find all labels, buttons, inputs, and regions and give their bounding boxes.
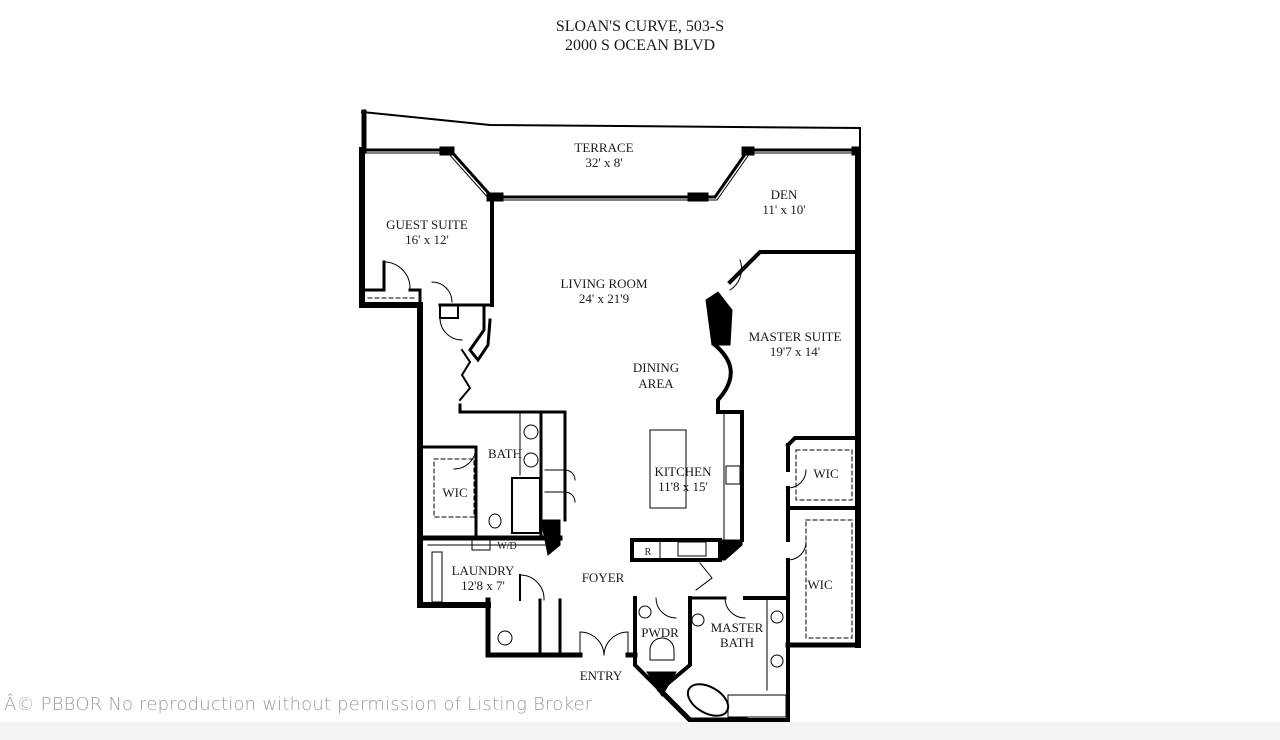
wic-master-lower-label: WIC	[807, 577, 832, 592]
washer-dryer-label: W/D	[497, 541, 516, 552]
bath-label: BATH	[488, 446, 522, 461]
laundry-dims: 12'8 x 7'	[461, 578, 505, 593]
terrace-label: TERRACE	[574, 140, 633, 155]
den-dims: 11' x 10'	[762, 202, 805, 217]
master-bath-label-2: BATH	[720, 635, 754, 650]
dining-label-1: DINING	[633, 360, 679, 375]
master-bath-label-1: MASTER	[711, 620, 764, 635]
entry-label: ENTRY	[580, 668, 623, 683]
wic-guest-label: WIC	[442, 485, 467, 500]
window-wall	[363, 148, 860, 199]
foyer-label: FOYER	[582, 570, 625, 585]
living-room-label: LIVING ROOM	[560, 276, 647, 291]
copyright-watermark: Â© PBBOR No reproduction without permiss…	[4, 694, 593, 715]
kitchen-dims: 11'8 x 15'	[658, 479, 708, 494]
guest-suite-dims: 16' x 12'	[405, 232, 449, 247]
guest-suite-label: GUEST SUITE	[386, 217, 468, 232]
plan-address: 2000 S OCEAN BLVD	[564, 37, 716, 54]
dining-label-2: AREA	[638, 376, 674, 391]
refrigerator-label: R	[645, 547, 652, 558]
terrace-dims: 32' x 8'	[585, 155, 622, 170]
bottom-band	[0, 722, 1280, 740]
wic-master-upper-label: WIC	[813, 466, 838, 481]
master-suite-label: MASTER SUITE	[749, 329, 842, 344]
terrace-railing	[360, 110, 861, 149]
den-label: DEN	[771, 187, 798, 202]
laundry-label: LAUNDRY	[452, 563, 515, 578]
plan-title: SLOAN'S CURVE, 503-S	[555, 18, 725, 35]
pwdr-label: PWDR	[641, 625, 679, 640]
master-suite-dims: 19'7 x 14'	[770, 344, 820, 359]
kitchen-label: KITCHEN	[654, 464, 712, 479]
living-room-dims: 24' x 21'9	[579, 291, 629, 306]
